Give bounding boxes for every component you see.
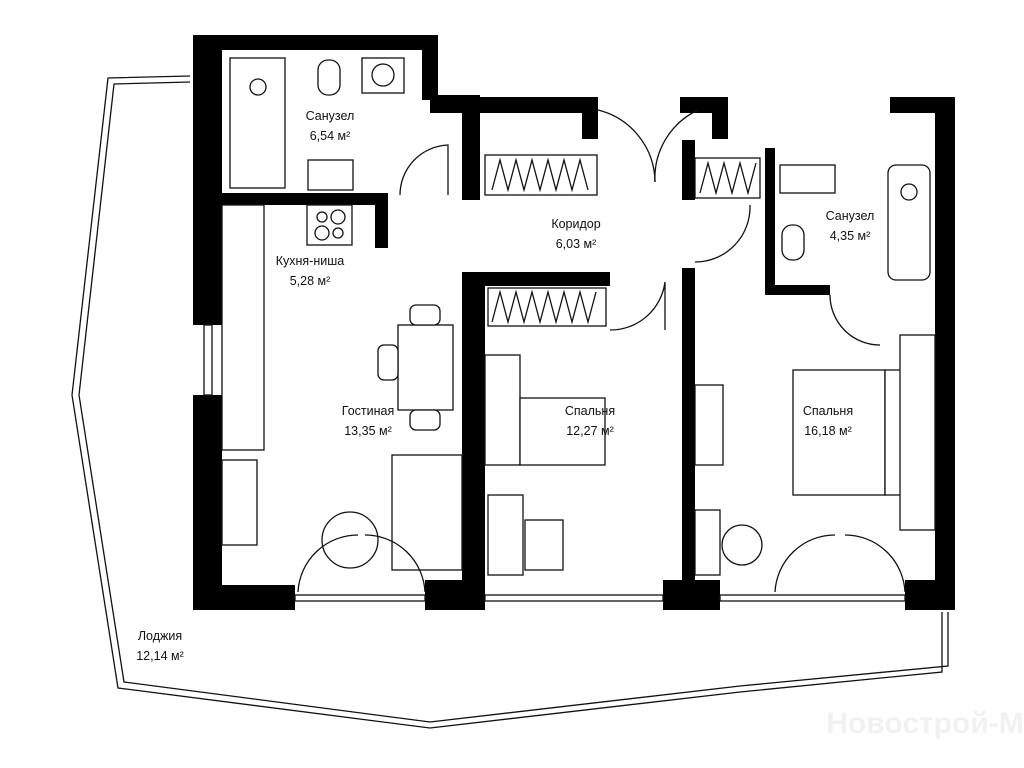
- room-label-bedroom-2: Спальня 16,18 м²: [803, 404, 853, 438]
- room-label-bedroom-1: Спальня 12,27 м²: [565, 404, 615, 438]
- room-area: 6,03 м²: [556, 237, 597, 251]
- room-label-bathroom-1: Санузел 6,54 м²: [306, 109, 355, 143]
- room-name: Лоджия: [138, 629, 182, 643]
- windows: [203, 324, 906, 602]
- walls: [193, 35, 955, 610]
- room-name: Спальня: [803, 404, 853, 418]
- room-name: Гостиная: [342, 404, 394, 418]
- room-area: 12,27 м²: [566, 424, 614, 438]
- room-label-loggia: Лоджия 12,14 м²: [136, 629, 184, 663]
- furniture: [221, 57, 936, 576]
- loggia-outline: [71, 75, 949, 729]
- room-area: 13,35 м²: [344, 424, 392, 438]
- room-name: Спальня: [565, 404, 615, 418]
- room-name: Коридор: [551, 217, 600, 231]
- room-name: Санузел: [306, 109, 355, 123]
- room-area: 12,14 м²: [136, 649, 184, 663]
- room-area: 16,18 м²: [804, 424, 852, 438]
- wardrobes: [484, 154, 761, 327]
- room-label-living: Гостиная 13,35 м²: [342, 404, 394, 438]
- room-label-bathroom-2: Санузел 4,35 м²: [826, 209, 875, 243]
- room-area: 5,28 м²: [290, 274, 331, 288]
- doors: [297, 109, 906, 593]
- room-label-kitchen: Кухня-ниша 5,28 м²: [276, 254, 345, 288]
- watermark: Новострой-М: [826, 707, 1023, 740]
- room-name: Санузел: [826, 209, 875, 223]
- room-area: 6,54 м²: [310, 129, 351, 143]
- room-area: 4,35 м²: [830, 229, 871, 243]
- room-name: Кухня-ниша: [276, 254, 345, 268]
- room-label-corridor: Коридор 6,03 м²: [551, 217, 600, 251]
